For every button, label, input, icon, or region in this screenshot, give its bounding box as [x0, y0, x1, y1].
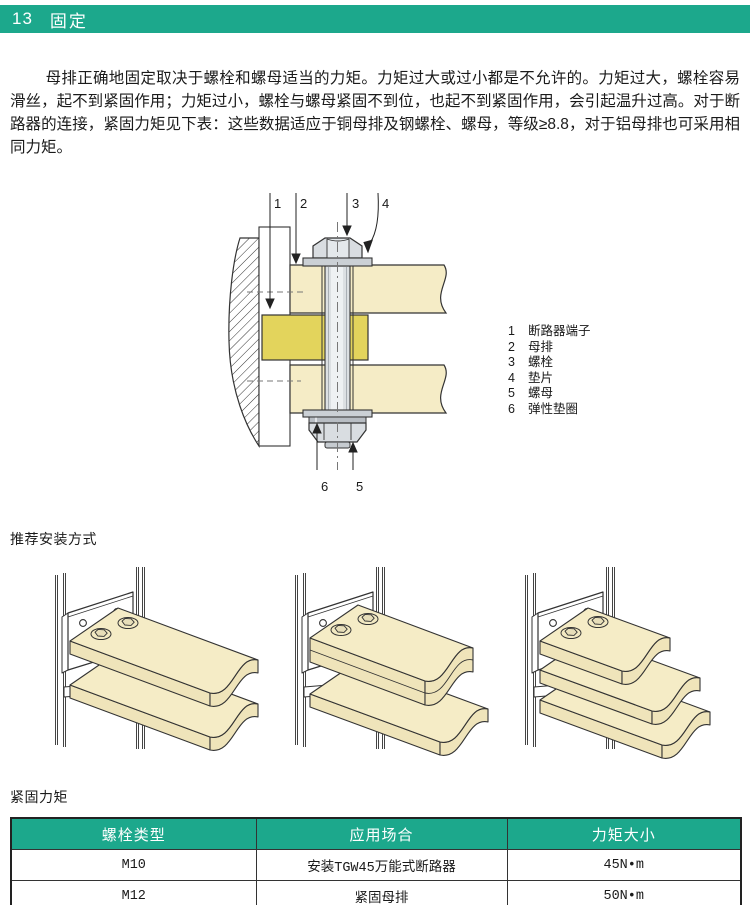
legend-item: 6 弹性垫圈: [508, 402, 591, 418]
cell-application: 安装TGW45万能式断路器: [255, 849, 508, 881]
legend-item: 1 断路器端子: [508, 324, 591, 340]
table-row: M10 安装TGW45万能式断路器 45N•m: [10, 849, 742, 881]
cell-torque: 50N•m: [506, 880, 742, 905]
nut: [308, 422, 367, 443]
table-row: M12 紧固母排 50N•m: [10, 880, 742, 905]
legend-num: 5: [508, 386, 515, 401]
legend-label: 垫片: [528, 370, 554, 385]
carriage-bolt: [90, 628, 112, 640]
legend-label: 螺栓: [528, 355, 554, 370]
carriage-bolt: [117, 617, 139, 629]
torque-caption: 紧固力矩: [10, 789, 68, 805]
carriage-bolt: [357, 613, 379, 625]
legend-label: 螺母: [528, 386, 554, 401]
breaker-terminal-block: [261, 314, 369, 361]
callout-4: 4: [382, 196, 389, 211]
legend-label: 弹性垫圈: [528, 401, 579, 416]
table-header-row: 螺栓类型 应用场合 力矩大小: [10, 817, 742, 850]
parts-legend: 1 断路器端子 2 母排 3 螺栓 4 垫片 5 螺母 6 弹性垫圈: [508, 324, 591, 418]
installation-figures: [54, 566, 711, 759]
wall-section-hatch: [228, 237, 260, 448]
legend-item: 5 螺母: [508, 386, 591, 402]
busbar-top: [289, 264, 448, 314]
section-title: 固定: [49, 11, 88, 31]
legend-item: 3 螺栓: [508, 355, 591, 371]
legend-num: 4: [508, 370, 515, 385]
col-header-torque: 力矩大小: [506, 817, 742, 850]
carriage-bolt: [587, 616, 609, 628]
install-methods-caption: 推荐安装方式: [10, 531, 97, 547]
legend-num: 1: [508, 324, 515, 338]
legend-num: 6: [508, 401, 515, 416]
intro-paragraph: 母排正确地固定取决于螺栓和螺母适当的力矩。力矩过大或过小都是不允许的。力矩过大，…: [10, 69, 740, 156]
busbar-bottom: [289, 364, 448, 414]
install-figure-3: [524, 566, 711, 759]
col-header-application: 应用场合: [255, 817, 508, 850]
callout-leaders: [265, 192, 379, 470]
section-header-bar: 13 固定: [0, 5, 750, 33]
cell-bolt-type: M12: [10, 880, 257, 905]
callout-5: 5: [356, 479, 363, 494]
carriage-bolt: [560, 627, 582, 639]
legend-num: 2: [508, 339, 515, 354]
callout-2: 2: [300, 196, 307, 211]
install-figure-2: [294, 566, 489, 756]
callout-6: 6: [321, 479, 328, 494]
legend-item: 4 垫片: [508, 371, 591, 387]
cell-bolt-type: M10: [10, 849, 257, 881]
legend-item: 2 母排: [508, 340, 591, 356]
carriage-bolt: [330, 624, 352, 636]
section-number: 13: [12, 9, 33, 28]
col-header-bolt-type: 螺栓类型: [10, 817, 257, 850]
legend-label: 母排: [528, 339, 554, 354]
callout-1: 1: [274, 196, 281, 211]
cell-application: 紧固母排: [255, 880, 508, 905]
torque-table: 螺栓类型 应用场合 力矩大小 M10 安装TGW45万能式断路器 45N•m M…: [10, 817, 742, 905]
legend-label: 断路器端子: [528, 324, 591, 338]
cell-torque: 45N•m: [506, 849, 742, 881]
install-figure-1: [54, 566, 259, 751]
legend-num: 3: [508, 355, 515, 370]
bolt-assembly-diagram: 1 2 3 4 6 5: [228, 192, 448, 494]
callout-3: 3: [352, 196, 359, 211]
